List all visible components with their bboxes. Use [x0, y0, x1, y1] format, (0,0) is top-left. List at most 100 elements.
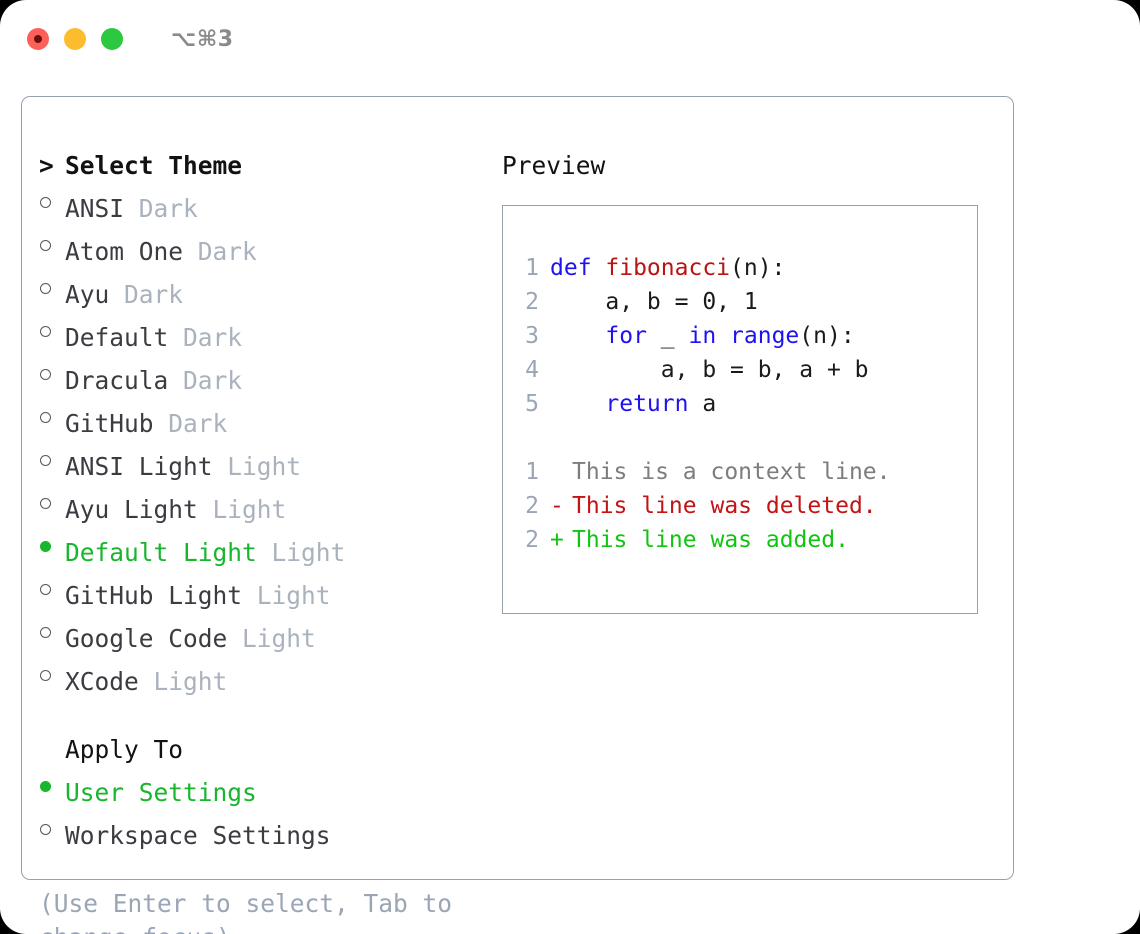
- code-token-kw: def: [550, 255, 606, 281]
- code-token-txt: [550, 391, 605, 417]
- radio-unselected-icon[interactable]: [39, 484, 65, 518]
- traffic-light-group: [27, 28, 123, 50]
- theme-list-item[interactable]: Google Code Light: [39, 613, 502, 656]
- diff-line-number: 1: [525, 459, 539, 485]
- code-line-content: a, b = b, a + b: [550, 353, 869, 387]
- theme-variant-tag: Light: [242, 581, 331, 610]
- radio-unselected-icon[interactable]: [39, 441, 65, 475]
- diff-line-text: This is a context line.: [572, 459, 891, 485]
- theme-list-item[interactable]: GitHub Dark: [39, 398, 502, 441]
- code-line: 1 def fibonacci(n):: [503, 251, 977, 285]
- code-token-txt: [550, 323, 605, 349]
- theme-variant-tag: Light: [227, 624, 316, 653]
- theme-list-item[interactable]: Dracula Dark: [39, 355, 502, 398]
- apply-to-option[interactable]: User Settings: [39, 767, 502, 810]
- select-theme-heading-label: Select Theme: [65, 151, 243, 180]
- theme-variant-tag: Dark: [168, 323, 243, 352]
- radio-unselected-icon[interactable]: [39, 810, 65, 844]
- code-token-txt: a, b = 0, 1: [550, 289, 758, 315]
- radio-unselected-icon[interactable]: [39, 613, 65, 647]
- theme-list-item[interactable]: Ayu Dark: [39, 269, 502, 312]
- diff-line: 1 This is a context line.: [503, 455, 977, 489]
- code-line-number: 2: [525, 289, 539, 315]
- apply-to-option[interactable]: Workspace Settings: [39, 810, 502, 853]
- code-line-content: return a: [550, 387, 716, 421]
- diff-line-content-add: + This line was added.: [550, 523, 849, 557]
- code-token-txt: (n):: [730, 255, 786, 281]
- code-line-number: 5: [525, 391, 539, 417]
- close-window-button[interactable]: [27, 28, 49, 50]
- theme-name-label: ANSI Light: [65, 452, 213, 481]
- diff-line: 2-This line was deleted.: [503, 489, 977, 523]
- apply-to-heading-indent: [39, 733, 65, 767]
- theme-name-label: Atom One: [65, 237, 184, 266]
- apply-to-heading: Apply To: [39, 733, 502, 767]
- code-token-kw: return: [605, 391, 689, 417]
- diff-line: 2+This line was added.: [503, 523, 977, 557]
- theme-list-item[interactable]: ANSI Light Light: [39, 441, 502, 484]
- theme-list-item[interactable]: XCode Light: [39, 656, 502, 699]
- diff-line-number: 2: [525, 493, 539, 519]
- theme-list-item[interactable]: GitHub Light Light: [39, 570, 502, 613]
- code-token-txt: _: [646, 323, 689, 349]
- diff-line-text: This line was deleted.: [572, 493, 877, 519]
- radio-unselected-icon[interactable]: [39, 570, 65, 604]
- code-line-content: for _ in range(n):: [550, 319, 855, 353]
- maximize-window-button[interactable]: [101, 28, 123, 50]
- code-line: 3 for _ in range(n):: [503, 319, 977, 353]
- theme-list-item[interactable]: Default Dark: [39, 312, 502, 355]
- theme-name-label: XCode: [65, 667, 139, 696]
- code-token-txt: (n):: [799, 323, 855, 349]
- diff-sign: -: [550, 493, 564, 519]
- radio-unselected-icon[interactable]: [39, 656, 65, 690]
- diff-line-text: This line was added.: [572, 527, 849, 553]
- code-token-fn: fibonacci: [605, 255, 731, 281]
- prompt-caret-icon: >: [39, 151, 69, 180]
- radio-unselected-icon[interactable]: [39, 269, 65, 303]
- code-line-content: a, b = 0, 1: [550, 285, 758, 319]
- keyboard-shortcut-label: ⌥⌘3: [171, 26, 234, 52]
- theme-name-label: Dracula: [65, 366, 169, 395]
- code-line: 5 return a: [503, 387, 977, 421]
- radio-selected-icon[interactable]: [39, 527, 65, 561]
- theme-variant-tag: Dark: [109, 280, 184, 309]
- theme-list-item[interactable]: Default Light Light: [39, 527, 502, 570]
- code-token-txt: [716, 323, 730, 349]
- radio-unselected-icon[interactable]: [39, 226, 65, 260]
- theme-list-item[interactable]: ANSI Dark: [39, 183, 502, 226]
- diff-preview-block: 1 This is a context line.2-This line was…: [503, 455, 977, 557]
- theme-name-label: ANSI: [65, 194, 125, 223]
- theme-variant-tag: Dark: [124, 194, 198, 223]
- code-line-number: 3: [525, 323, 539, 349]
- radio-unselected-icon[interactable]: [39, 183, 65, 217]
- theme-name-label: Google Code: [65, 624, 228, 653]
- code-token-txt: a, b = b, a + b: [550, 357, 869, 383]
- apply-to-heading-label: Apply To: [65, 735, 184, 764]
- theme-name-label: GitHub Light: [65, 581, 243, 610]
- radio-unselected-icon[interactable]: [39, 355, 65, 389]
- radio-unselected-icon[interactable]: [39, 398, 65, 432]
- theme-list-item[interactable]: Ayu Light Light: [39, 484, 502, 527]
- apply-to-option-label: User Settings: [65, 778, 257, 807]
- theme-name-label: Default Light: [65, 538, 257, 567]
- theme-variant-tag: Light: [256, 538, 346, 567]
- theme-variant-tag: Dark: [168, 366, 243, 395]
- minimize-window-button[interactable]: [64, 28, 86, 50]
- code-line-number: 1: [525, 255, 539, 281]
- diff-line-content-ctx: This is a context line.: [550, 455, 891, 489]
- diff-sign: +: [550, 527, 564, 553]
- list-spacer: [39, 699, 502, 733]
- code-line-content: def fibonacci(n):: [550, 251, 785, 285]
- theme-variant-tag: Light: [138, 667, 228, 696]
- keyboard-hint-text: (Use Enter to select, Tab to change focu…: [39, 889, 453, 934]
- diff-sign: [550, 455, 572, 489]
- radio-unselected-icon[interactable]: [39, 312, 65, 346]
- theme-list-item[interactable]: Atom One Dark: [39, 226, 502, 269]
- radio-selected-icon[interactable]: [39, 767, 65, 801]
- code-line: 4 a, b = b, a + b: [503, 353, 977, 387]
